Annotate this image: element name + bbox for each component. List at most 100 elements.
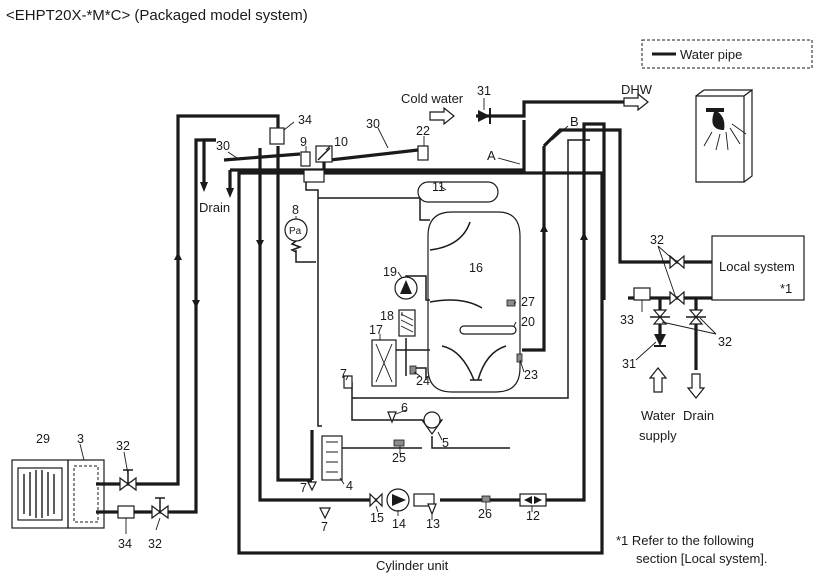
drain-cock-7-lower [319, 507, 331, 520]
pipe-bottom-loop [440, 122, 712, 502]
flow-arrow-b [540, 224, 548, 232]
immersion-heater-20 [459, 325, 517, 335]
number-12: 12 [526, 509, 540, 523]
number-32-local-top: 32 [650, 233, 664, 247]
pressure-gauge-unit: Pa [289, 226, 302, 237]
pipe-cold-water [476, 100, 630, 118]
local-system-note: *1 [780, 281, 792, 296]
flow-arrow-outdoor-return [192, 300, 200, 308]
water-pipes [96, 100, 712, 514]
three-way-valve-5-actuator [423, 411, 441, 429]
number-14: 14 [392, 517, 406, 531]
sensor-23 [516, 353, 523, 363]
water-supply-arrow [648, 367, 668, 393]
strainer-34-outdoor [117, 505, 135, 519]
booster-heater-coil [326, 441, 338, 473]
number-23: 23 [524, 368, 538, 382]
number-32-local-bottom: 32 [718, 335, 732, 349]
diagram-title: <EHPT20X-*M*C> (Packaged model system) [6, 7, 308, 24]
pump-19-arrow [400, 280, 412, 294]
air-vent-34 [269, 127, 285, 145]
water-supply-label-line2: supply [639, 428, 677, 443]
cold-water-label: Cold water [401, 91, 464, 106]
outdoor-unit-29 [11, 459, 69, 529]
number-8: 8 [292, 203, 299, 217]
plate-heat-exchanger-pattern [375, 343, 393, 383]
cylinder-unit-label: Cylinder unit [376, 558, 449, 573]
sensor-24 [409, 365, 417, 375]
internal-line-7 [351, 139, 590, 421]
number-31-supply: 31 [622, 357, 636, 371]
water-supply-label-line1: Water [641, 408, 676, 423]
number-15: 15 [370, 511, 384, 525]
outdoor-unit-fan-frame [17, 467, 63, 521]
leader-lines [79, 98, 717, 534]
internal-line-5 [322, 436, 510, 449]
pipe-outdoor-return [96, 138, 216, 514]
drain-right-arrow-head [226, 188, 234, 198]
strainer-13-valve [427, 503, 437, 516]
flow-arrow-outdoor-flow [174, 252, 182, 260]
check-valve-31-supply [654, 334, 666, 346]
cold-water-arrow [429, 106, 455, 126]
number-34-top: 34 [298, 113, 312, 127]
strainer-13 [413, 493, 435, 507]
tank-baffle-left [441, 345, 475, 381]
number-27: 27 [521, 295, 535, 309]
drain-out-arrow [686, 373, 706, 399]
number-7-heater: 7 [300, 481, 307, 495]
legend: Water pipe [641, 39, 813, 69]
number-29: 29 [36, 432, 50, 446]
component-3-housing [67, 459, 105, 529]
sensor-25 [393, 439, 405, 447]
number-18: 18 [380, 309, 394, 323]
pipe-drain-30 [202, 138, 419, 182]
air-vent-6 [387, 411, 397, 424]
dhw-tank [427, 211, 521, 393]
cylinder-unit-enclosure [237, 171, 604, 555]
number-10: 10 [334, 135, 348, 149]
component-3-dashed [73, 465, 99, 523]
number-9: 9 [300, 135, 307, 149]
component-9-base [303, 169, 325, 183]
drain-right-label: Drain [683, 408, 714, 423]
gauge-capillary [290, 240, 303, 253]
number-17: 17 [369, 323, 383, 337]
dhw-arrow [623, 92, 649, 112]
outdoor-unit-fan-grille [23, 470, 55, 518]
expansion-vessel-11 [417, 181, 499, 203]
drain-left-label: Drain [199, 200, 230, 215]
flow-switch-12-mark [524, 496, 542, 504]
tank-baffle-top [429, 221, 471, 251]
booster-heater-4 [321, 435, 343, 481]
number-30-left: 30 [216, 139, 230, 153]
number-33: 33 [620, 313, 634, 327]
number-5: 5 [442, 436, 449, 450]
legend-box [641, 39, 813, 69]
footnote-line1: *1 Refer to the following [616, 533, 754, 548]
number-31-top: 31 [477, 84, 491, 98]
number-13: 13 [426, 517, 440, 531]
number-16: 16 [469, 261, 483, 275]
tank-baffle-right [477, 345, 507, 381]
valve-15 [369, 492, 383, 508]
valve-32-outdoor-bottom [151, 497, 169, 520]
pipe-dhw [522, 128, 712, 352]
air-vent-22 [417, 145, 429, 161]
number-32-outdoor-bottom: 32 [148, 537, 162, 551]
strainer-33 [633, 287, 651, 301]
shower-icon [695, 88, 753, 183]
point-b-label: B [570, 114, 579, 129]
legend-water-pipe-label: Water pipe [680, 47, 742, 62]
pipe-outdoor-flow [96, 114, 280, 486]
check-valve-31-top [478, 110, 490, 122]
valve-32-outdoor-top [119, 469, 137, 492]
valve-32-local-top [669, 254, 685, 270]
valve-10-diagonal [317, 147, 331, 161]
drain-left-arrow-head [200, 182, 208, 192]
number-19: 19 [383, 265, 397, 279]
dhw-label: DHW [621, 82, 653, 97]
flow-arrow-loop [580, 232, 588, 240]
number-6: 6 [401, 401, 408, 415]
